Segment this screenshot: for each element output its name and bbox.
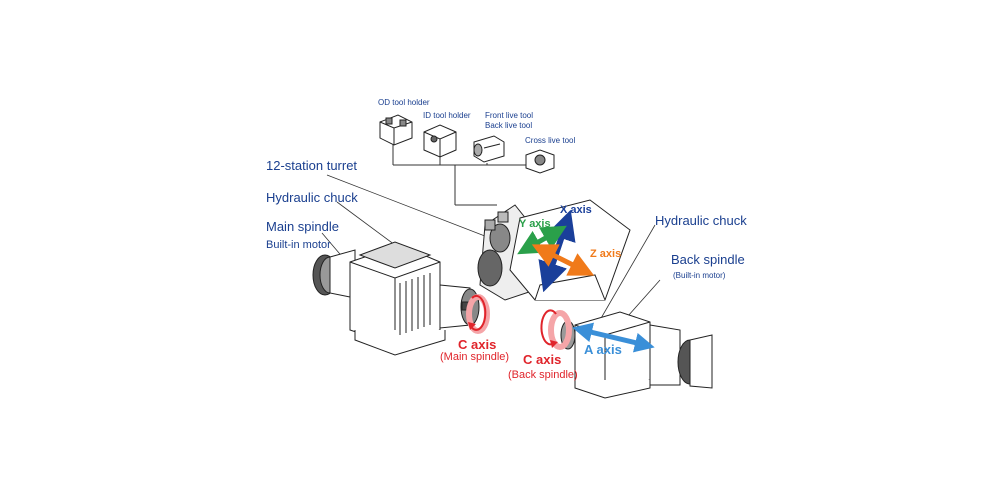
od-tool-holder-label: OD tool holder	[378, 98, 430, 107]
c-axis-back-rotation-arrow	[540, 309, 572, 350]
cross-live-tool-part	[525, 149, 555, 174]
built-in-motor-label: Built-in motor	[266, 239, 331, 251]
main-spindle-label: Main spindle	[266, 219, 339, 234]
front-live-tool-label: Front live tool	[485, 111, 534, 120]
hydraulic-chuck-label-left: Hydraulic chuck	[266, 190, 358, 205]
a-axis-arrow	[572, 322, 655, 353]
front-live-tool-part	[473, 135, 505, 163]
od-tool-holder-part	[379, 114, 413, 146]
cross-live-tool-label: Cross live tool	[525, 136, 576, 145]
z-axis-label: Z axis	[590, 248, 622, 260]
back-built-in-motor-label: (Built-in motor)	[673, 271, 726, 280]
c-axis-main-label: C axis	[458, 337, 497, 352]
c-axis-main-sublabel: (Main spindle)	[440, 351, 510, 363]
c-axis-main-rotation-arrow	[466, 294, 490, 334]
back-live-tool-label: Back live tool	[485, 121, 533, 130]
turret-label: 12-station turret	[266, 158, 358, 173]
tool-tree-lines	[392, 140, 539, 206]
c-axis-back-sublabel: (Back spindle)	[508, 369, 578, 381]
back-spindle-label: Back spindle	[671, 252, 745, 267]
id-tool-holder-label: ID tool holder	[423, 111, 471, 120]
a-axis-label: A axis	[584, 342, 622, 357]
x-axis-label: X axis	[560, 204, 592, 216]
hydraulic-chuck-label-right: Hydraulic chuck	[655, 213, 747, 228]
main-spindle-part	[312, 241, 480, 356]
y-axis-label: Y axis	[519, 218, 551, 230]
z-axis-arrow	[531, 244, 595, 276]
c-axis-back-label: C axis	[523, 352, 562, 367]
id-tool-holder-part	[423, 124, 457, 158]
